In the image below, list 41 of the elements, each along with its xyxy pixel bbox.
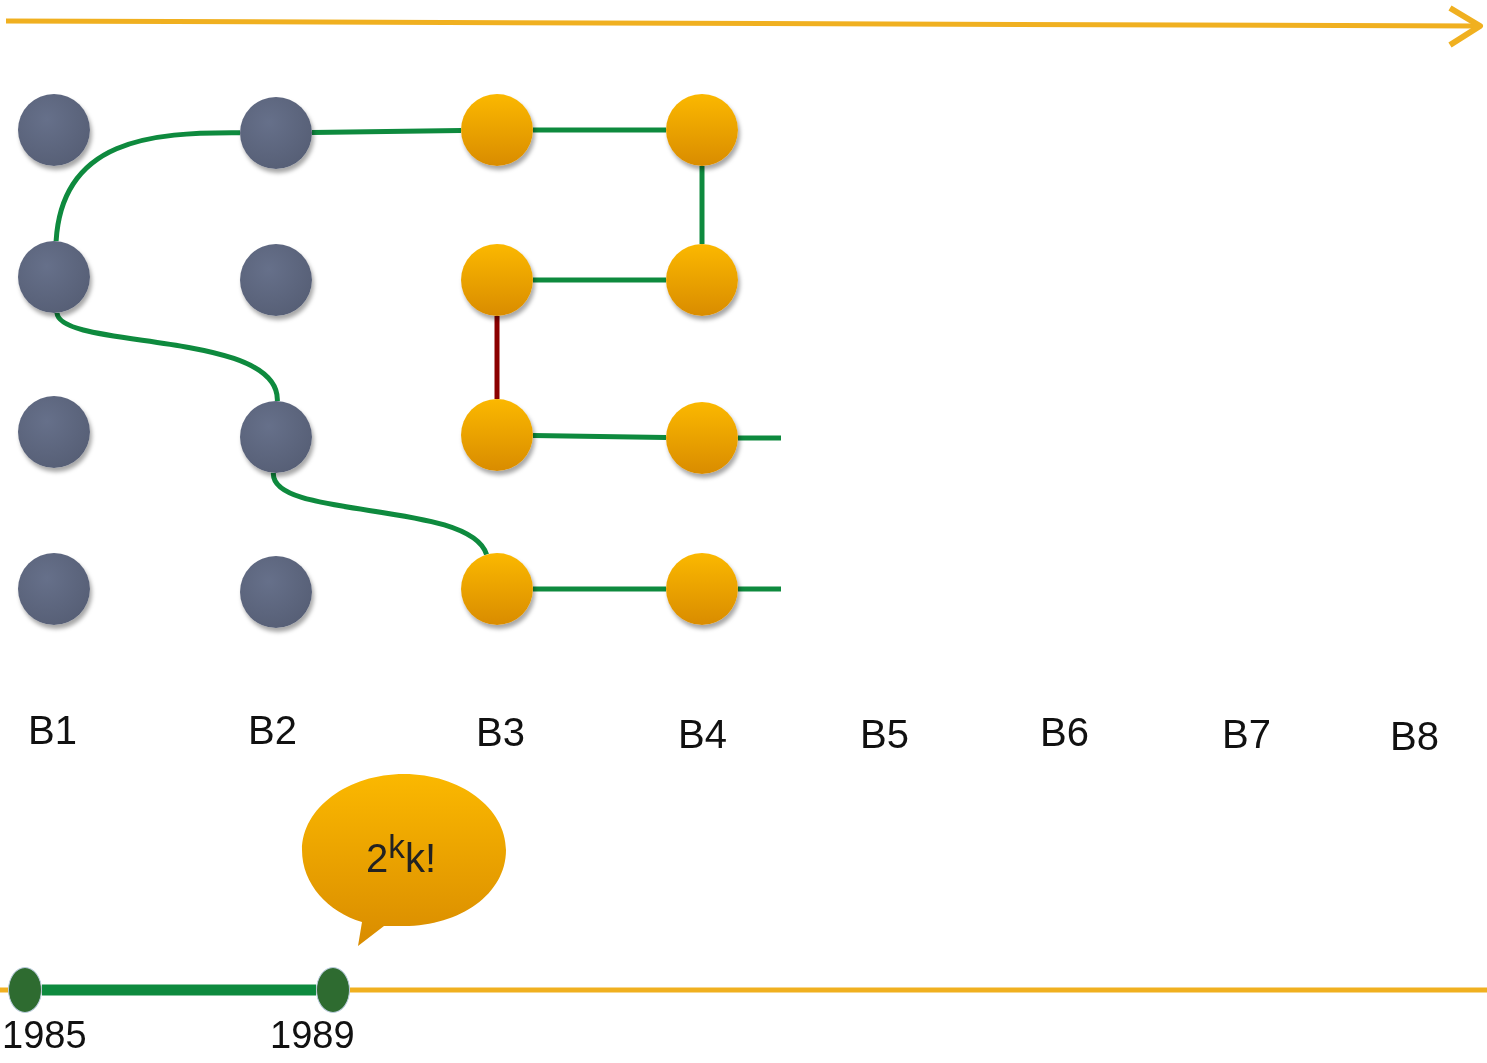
connector-line xyxy=(271,472,489,556)
year-label: 1985 xyxy=(2,1014,87,1057)
connector-line xyxy=(494,316,500,399)
circle-node xyxy=(240,97,312,169)
column-label: B4 xyxy=(678,712,727,757)
circle-node xyxy=(666,553,738,625)
circle-node xyxy=(666,402,738,474)
connector-line xyxy=(533,586,666,592)
circle-node xyxy=(461,244,533,316)
column-label: B6 xyxy=(1040,710,1089,755)
connector-line xyxy=(533,277,666,283)
circle-node xyxy=(240,401,312,473)
connector-line xyxy=(53,130,240,242)
connector-line xyxy=(738,586,781,592)
connector-line xyxy=(311,128,462,135)
connector-line xyxy=(42,984,316,996)
circle-node xyxy=(461,94,533,166)
column-label: B8 xyxy=(1390,714,1439,759)
column-label: B1 xyxy=(28,708,77,753)
circle-node xyxy=(18,241,90,313)
circle-node xyxy=(461,399,533,471)
column-label: B5 xyxy=(860,712,909,757)
column-label: B2 xyxy=(248,708,297,753)
connector-line xyxy=(532,433,667,440)
column-label: B3 xyxy=(476,710,525,755)
connector-line xyxy=(54,311,280,402)
speech-bubble xyxy=(300,772,508,948)
circle-node xyxy=(240,244,312,316)
connector-line xyxy=(699,166,705,244)
circle-node xyxy=(18,94,90,166)
year-label: 1989 xyxy=(270,1014,355,1057)
connector-line xyxy=(738,435,781,441)
circle-node xyxy=(461,553,533,625)
column-label: B7 xyxy=(1222,712,1271,757)
circle-node xyxy=(666,244,738,316)
circle-node xyxy=(18,553,90,625)
circle-node xyxy=(240,556,312,628)
circle-node xyxy=(666,94,738,166)
connector-line xyxy=(533,127,666,133)
formula-text: 2$^{k}$k! xyxy=(366,828,437,882)
circle-node xyxy=(18,396,90,468)
